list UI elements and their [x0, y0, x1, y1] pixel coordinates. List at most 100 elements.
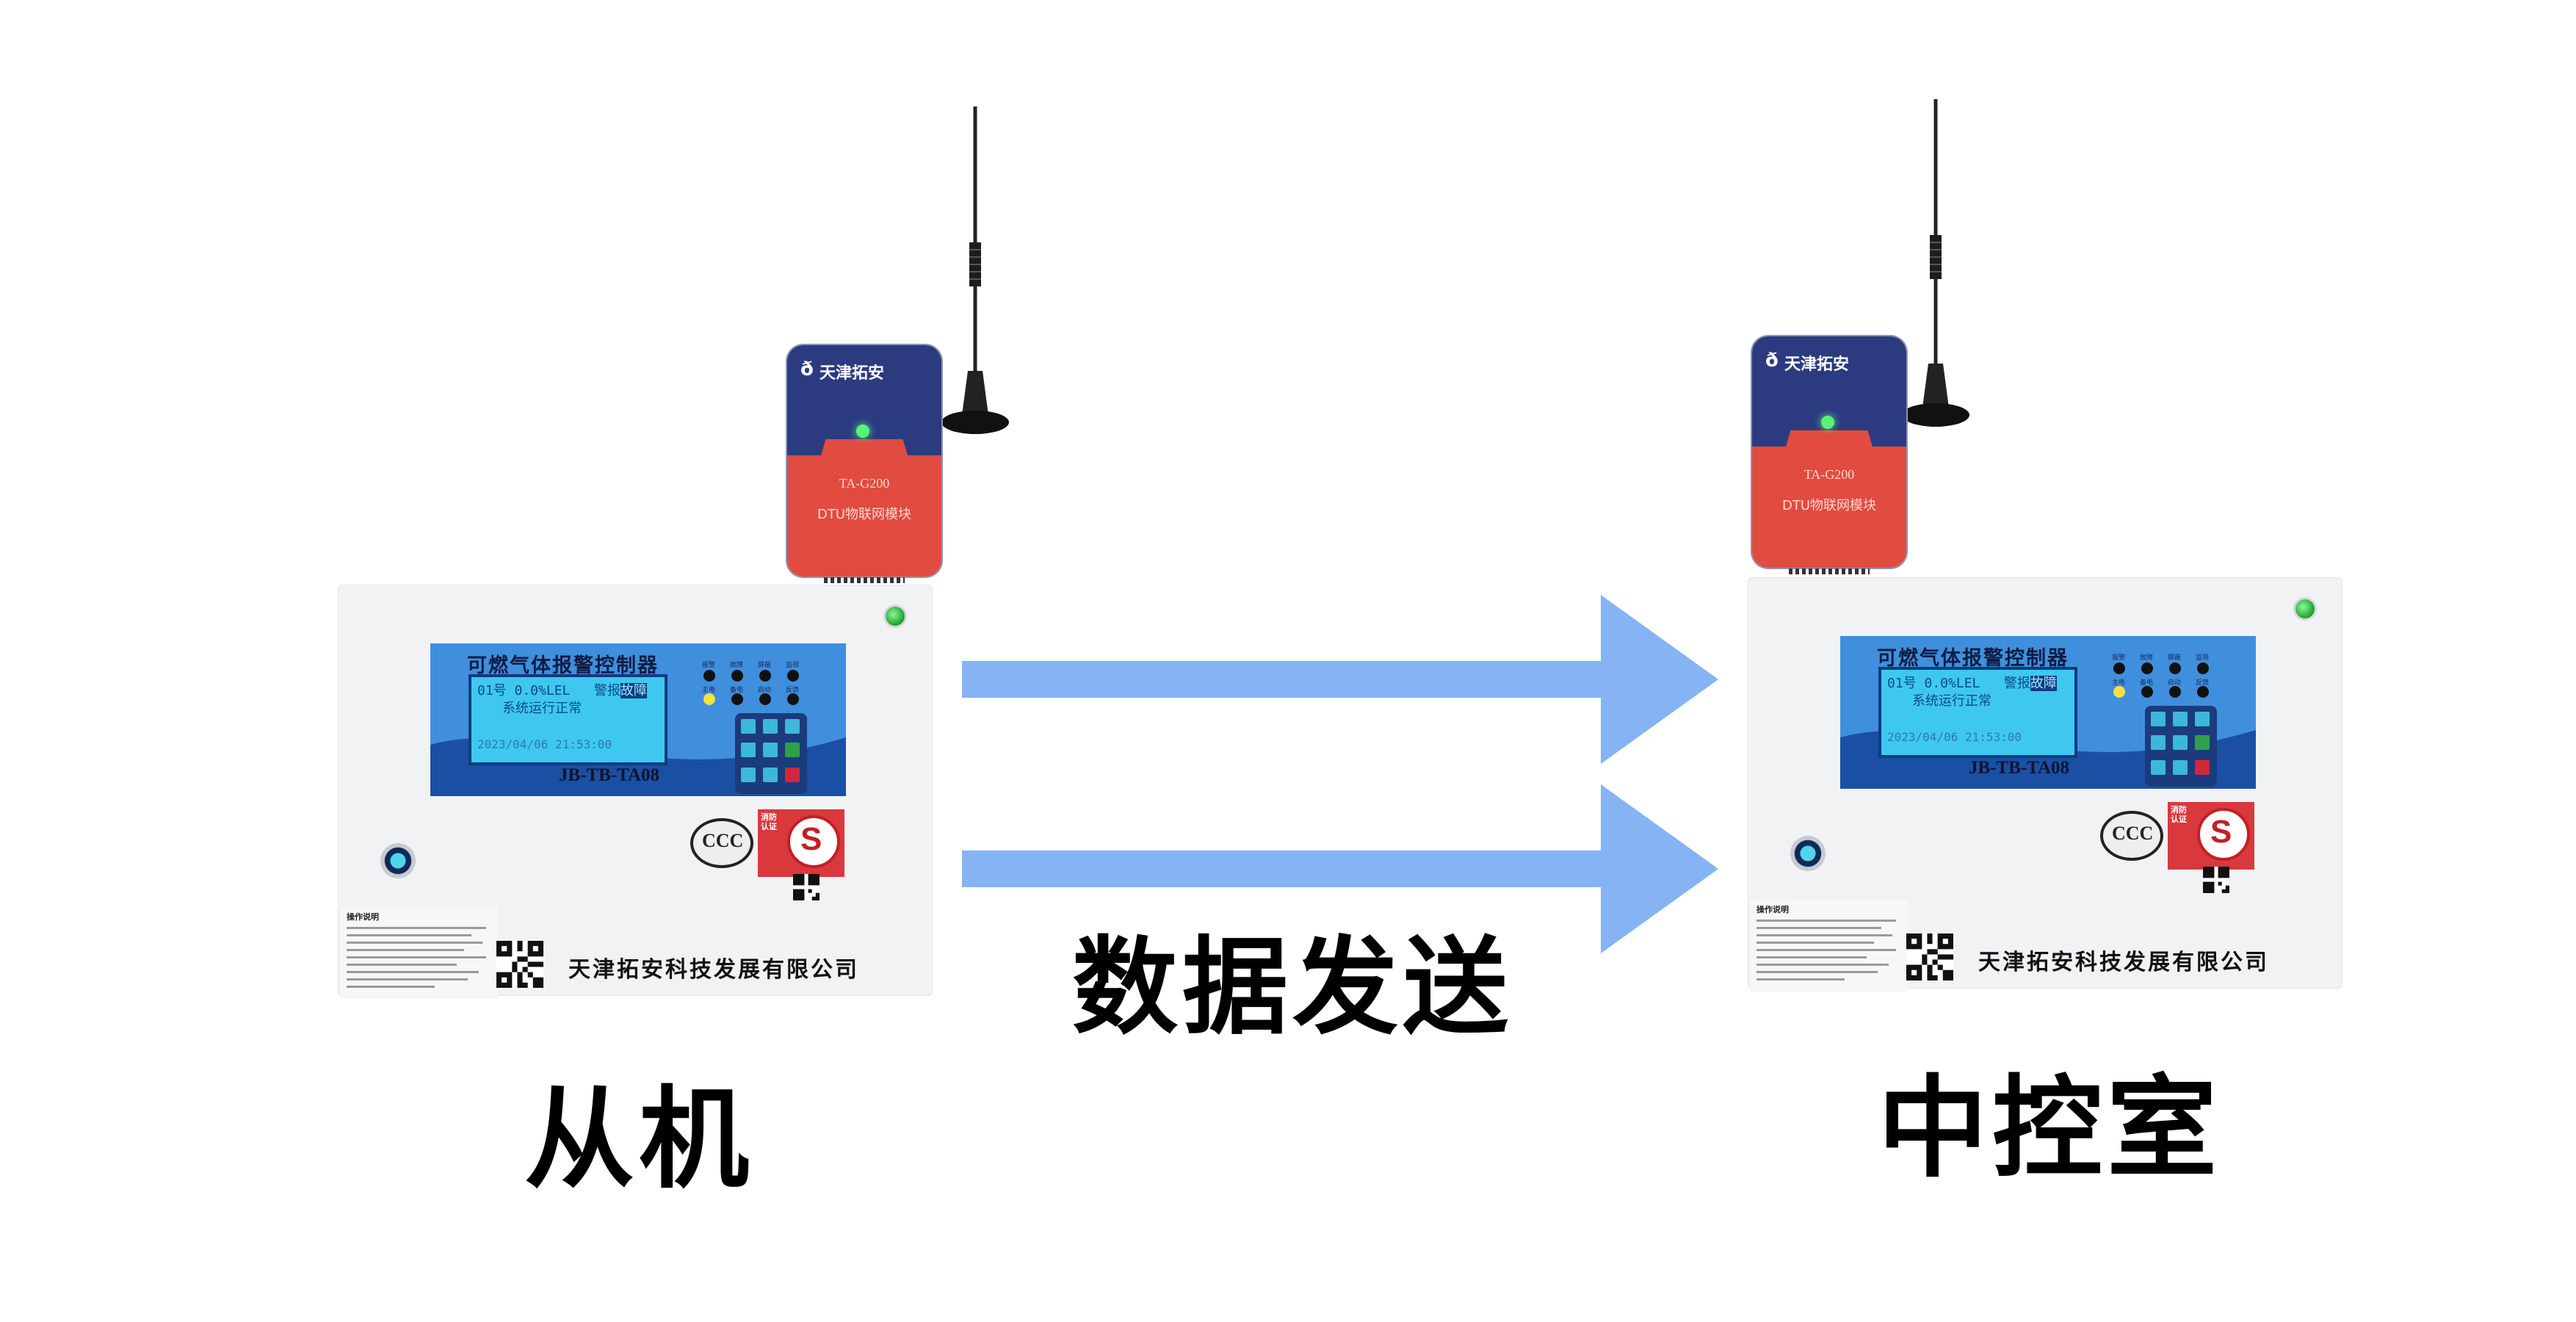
indicator-light: [2197, 662, 2209, 674]
dtu-model: TA-G200: [839, 476, 890, 491]
dtu-model: TA-G200: [1803, 467, 1855, 482]
key-button[interactable]: [2173, 712, 2188, 726]
indicator-lights: 报警 故障 屏蔽 监视 主电 备电 启动 反馈: [2112, 652, 2222, 698]
indicator-label: 启动: [2168, 679, 2182, 687]
controller-model: JB-TB-TA08: [559, 765, 660, 785]
controller-model: JB-TB-TA08: [1969, 758, 2070, 778]
lcd-reading: 01号 0.0%LEL: [1887, 676, 1980, 691]
key-lock-icon: [1790, 836, 1826, 871]
indicator-light: [2113, 662, 2125, 674]
dtu-brand: 天津拓安: [820, 364, 885, 383]
qr-code-icon: [793, 874, 820, 900]
controller-title: 可燃气体报警控制器: [1877, 647, 2069, 670]
key-lock-icon: [380, 843, 416, 878]
operation-manual-label: 操作说明: [341, 908, 498, 999]
key-button[interactable]: [2151, 735, 2166, 750]
ccc-mark-icon: CCC: [690, 818, 753, 868]
lcd-flag-alarm: 警报: [593, 683, 621, 698]
qr-code-icon: [1906, 933, 1953, 980]
dtu-description: DTU物联网模块: [1781, 498, 1877, 513]
indicator-light: [759, 693, 771, 705]
power-led: [886, 607, 905, 626]
lcd-datetime: 2023/04/06 21:53:00: [1887, 730, 2022, 744]
keypad: [2145, 706, 2217, 787]
keypad: [735, 713, 807, 794]
key-button[interactable]: [741, 719, 756, 734]
fire-certification-icon: 消防认证 S: [758, 809, 844, 877]
lcd-flag-fault: 故障: [2030, 676, 2057, 691]
dtu-brand: 天津拓安: [1784, 355, 1850, 374]
lcd-flag-fault: 故障: [620, 683, 647, 698]
indicator-label: 启动: [758, 687, 772, 694]
lcd-reading: 01号 0.0%LEL: [477, 683, 571, 698]
key-button[interactable]: [741, 743, 756, 757]
key-button[interactable]: [2151, 712, 2166, 726]
indicator-label: 故障: [730, 662, 744, 669]
key-button-confirm[interactable]: [785, 743, 800, 757]
key-button[interactable]: [763, 767, 778, 782]
dtu-description: DTU物联网模块: [817, 507, 912, 522]
manual-title: 操作说明: [347, 912, 379, 922]
lcd-display: 01号 0.0%LEL 警报故障 系统运行正常 2023/04/06 21:53…: [1878, 667, 2077, 758]
indicator-light: [2169, 662, 2181, 674]
indicator-label: 反馈: [2196, 679, 2210, 687]
qr-code-icon: [496, 941, 543, 988]
power-led: [2295, 599, 2315, 618]
gas-alarm-controller-control-room: 可燃气体报警控制器 01号 0.0%LEL 警报故障 系统运行正常 2023/0…: [1748, 577, 2342, 992]
antenna-icon: [1902, 99, 1969, 427]
cert-text: 消防认证: [761, 812, 777, 831]
key-button-cancel[interactable]: [2195, 760, 2210, 775]
indicator-light: [2197, 686, 2209, 698]
indicator-light: [759, 670, 771, 682]
dtu-connector-pins: [1789, 568, 1870, 574]
indicator-light: [731, 693, 743, 705]
indicator-label: 主电: [2112, 679, 2126, 687]
control-room-label: 中控室: [1878, 1065, 2222, 1193]
slave-label: 从机: [524, 1076, 754, 1204]
key-button-cancel[interactable]: [785, 767, 800, 782]
key-button[interactable]: [763, 743, 778, 757]
indicator-label: 监视: [2196, 654, 2210, 662]
indicator-label: 监视: [786, 662, 800, 669]
indicator-light: [703, 670, 715, 682]
indicator-label: 备电: [2140, 679, 2154, 687]
indicator-label: 故障: [2140, 654, 2154, 662]
manual-title: 操作说明: [1756, 905, 1789, 914]
controller-front-panel: 可燃气体报警控制器 01号 0.0%LEL 警报故障 系统运行正常 2023/0…: [430, 643, 846, 796]
dtu-status-led: [1821, 416, 1834, 429]
key-button[interactable]: [2173, 760, 2188, 775]
key-button[interactable]: [2151, 760, 2166, 775]
key-button[interactable]: [763, 719, 778, 734]
company-name: 天津拓安科技发展有限公司: [568, 957, 859, 983]
dtu-status-led: [856, 425, 869, 438]
lcd-display: 01号 0.0%LEL 警报故障 系统运行正常 2023/04/06 21:53…: [468, 674, 667, 765]
indicator-light: [787, 670, 799, 682]
key-button-confirm[interactable]: [2195, 735, 2210, 750]
indicator-label: 报警: [702, 662, 716, 669]
lcd-status: 系统运行正常: [502, 701, 582, 716]
gas-alarm-controller-slave: 可燃气体报警控制器 01号 0.0%LEL 警报故障 系统运行正常 2023/0…: [338, 585, 933, 999]
key-button[interactable]: [2195, 712, 2210, 726]
indicator-lights: 报警 故障 屏蔽 监视 主电 备电 启动 反馈: [702, 660, 812, 705]
dtu-module-left: ð 天津拓安 TA-G200 DTU物联网模块: [787, 345, 941, 577]
brand-logo-icon: ð: [800, 358, 814, 380]
antenna-icon: [941, 106, 1009, 434]
key-button[interactable]: [2173, 735, 2188, 750]
indicator-label: 主电: [702, 687, 716, 694]
controller-front-panel: 可燃气体报警控制器 01号 0.0%LEL 警报故障 系统运行正常 2023/0…: [1840, 636, 2256, 789]
indicator-light: [2141, 662, 2153, 674]
lcd-flag-alarm: 警报: [2003, 676, 2030, 691]
key-button[interactable]: [741, 767, 756, 782]
controller-title: 可燃气体报警控制器: [467, 654, 659, 677]
qr-code-icon: [2203, 867, 2229, 893]
cert-text: 消防认证: [2171, 805, 2187, 824]
key-button[interactable]: [785, 719, 800, 734]
indicator-light: [2169, 686, 2181, 698]
fire-certification-icon: 消防认证 S: [2168, 802, 2254, 870]
brand-logo-icon: ð: [1765, 350, 1779, 372]
indicator-light: [787, 693, 799, 705]
ccc-mark-icon: CCC: [2100, 811, 2163, 861]
indicator-label: 反馈: [786, 687, 800, 694]
indicator-light-power: [703, 693, 715, 705]
indicator-label: 备电: [730, 687, 744, 694]
